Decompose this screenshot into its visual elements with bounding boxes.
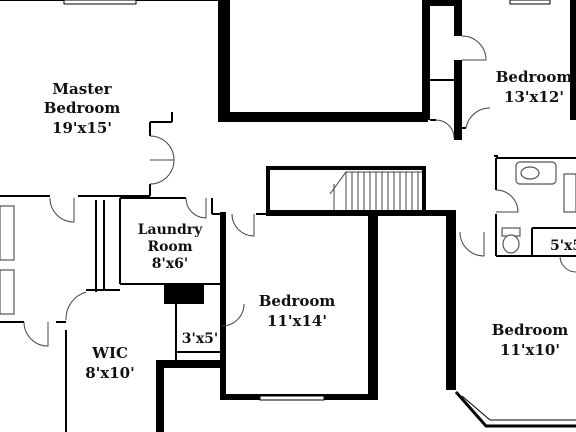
doors — [23, 35, 576, 347]
room-bath-small: 5'x5' — [550, 238, 576, 254]
label-bedroom-tr-name: Bedroom — [496, 68, 573, 86]
label-master-name2: Bedroom — [44, 99, 121, 117]
label-bedroom-br-name: Bedroom — [492, 321, 569, 339]
walls — [156, 0, 576, 432]
room-closet: 3'x5' — [182, 331, 218, 347]
label-laundry-name: Laundry — [138, 222, 203, 238]
label-laundry-name2: Room — [147, 239, 192, 255]
label-bedroom-tr-size: 13'x12' — [504, 88, 564, 106]
fixtures — [0, 161, 576, 315]
room-bedroom-center: Bedroom 11'x14' — [259, 292, 336, 330]
label-bedroom-c-size: 11'x14' — [267, 312, 327, 330]
label-master-name: Master — [52, 80, 112, 98]
label-closet-size: 3'x5' — [182, 331, 218, 347]
label-master-size: 19'x15' — [52, 119, 112, 137]
stairs — [329, 171, 422, 210]
label-bedroom-br-size: 11'x10' — [500, 341, 560, 359]
label-bedroom-c-name: Bedroom — [259, 292, 336, 310]
label-laundry-size: 8'x6' — [152, 256, 188, 272]
room-bedroom-top-right: Bedroom 13'x12' — [496, 68, 573, 106]
label-wic-size: 8'x10' — [85, 364, 134, 382]
room-wic: WIC 8'x10' — [85, 344, 134, 382]
windows — [63, 0, 576, 428]
label-bath-small-size: 5'x5' — [550, 238, 576, 254]
room-bedroom-bottom-right: Bedroom 11'x10' — [492, 321, 569, 359]
room-laundry: Laundry Room 8'x6' — [138, 222, 203, 272]
label-wic-name: WIC — [91, 344, 128, 362]
room-master-bedroom: Master Bedroom 19'x15' — [44, 80, 121, 137]
